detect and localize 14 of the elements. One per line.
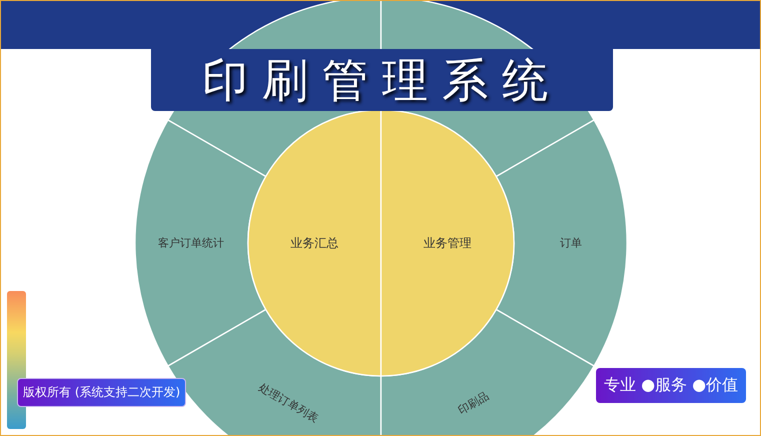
outer-ring-segment [496,119,628,367]
segment-label: 业务汇总 [290,236,338,250]
segment-label: 业务管理 [424,236,472,250]
inner-ring-segment [380,109,514,377]
title: 印刷管理系统 [151,49,613,111]
segment-label: 处理订单列表 [256,381,320,426]
segment-label: 订单 [560,236,582,250]
outer-ring-segment [134,119,266,367]
outer-ring-segment [380,308,595,435]
inner-ring-segment [248,109,382,377]
copyright-note: 版权所有 (系统支持二次开发) [17,378,186,407]
slogan-banner: 专业 ●服务 ●价值 [596,368,746,403]
segment-label: 印刷品 [456,389,492,418]
segment-label: 客户订单统计 [158,236,224,250]
